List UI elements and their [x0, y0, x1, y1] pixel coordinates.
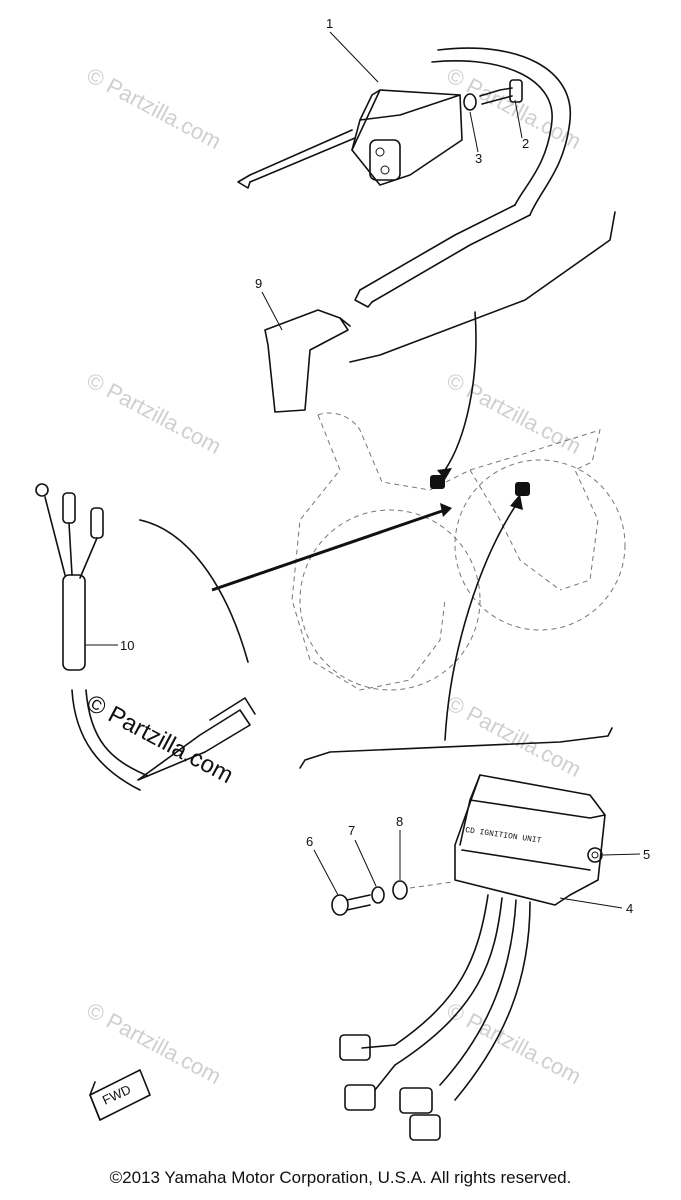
part-label-6: 6 — [306, 834, 313, 849]
coil-washer — [463, 93, 477, 111]
part-label-10: 10 — [120, 638, 134, 653]
part-label-3: 3 — [475, 151, 482, 166]
ignition-coil — [237, 89, 463, 189]
watermark: © Partzilla.com — [83, 367, 226, 459]
watermark: © Partzilla.com — [443, 62, 586, 154]
lock-washer — [371, 886, 385, 904]
part-label-8: 8 — [396, 814, 403, 829]
coil-bolt — [479, 79, 523, 105]
unit-label-text: CD IGNITION UNIT — [465, 826, 543, 846]
watermark: © Partzilla.com — [443, 997, 586, 1089]
fwd-tag: FWD — [89, 1069, 151, 1121]
copyright-notice: ©2013 Yamaha Motor Corporation, U.S.A. A… — [109, 1168, 572, 1187]
part-label-4: 4 — [626, 901, 633, 916]
spark-plug-cap — [264, 309, 351, 413]
part-label-1: 1 — [326, 16, 333, 31]
watermark: © Partzilla.com — [443, 367, 586, 459]
unit-wires — [339, 894, 531, 1141]
part-label-2: 2 — [522, 136, 529, 151]
motorcycle-outline — [291, 412, 626, 691]
location-markers — [211, 311, 530, 741]
mounting-screw — [331, 894, 371, 916]
flat-washer — [392, 880, 453, 900]
cdi-ignition-unit: CD IGNITION UNIT — [454, 774, 606, 906]
part-label-7: 7 — [348, 823, 355, 838]
part-labels: 1 2 3 9 10 8 7 6 5 4 — [120, 16, 650, 916]
high-tension-lead — [354, 47, 571, 308]
watermarks: © Partzilla.com © Partzilla.com © Partzi… — [82, 62, 585, 1089]
watermark: © Partzilla.com — [443, 690, 586, 782]
unit-group-bracket — [299, 727, 613, 769]
watermark: © Partzilla.com — [83, 997, 226, 1089]
part-label-9: 9 — [255, 276, 262, 291]
watermark-bold: © Partzilla.com — [82, 689, 237, 789]
watermark: © Partzilla.com — [83, 62, 226, 154]
wire-harness — [35, 483, 256, 791]
coil-group-bracket — [349, 211, 616, 363]
fwd-label: FWD — [100, 1082, 133, 1108]
part-label-5: 5 — [643, 847, 650, 862]
